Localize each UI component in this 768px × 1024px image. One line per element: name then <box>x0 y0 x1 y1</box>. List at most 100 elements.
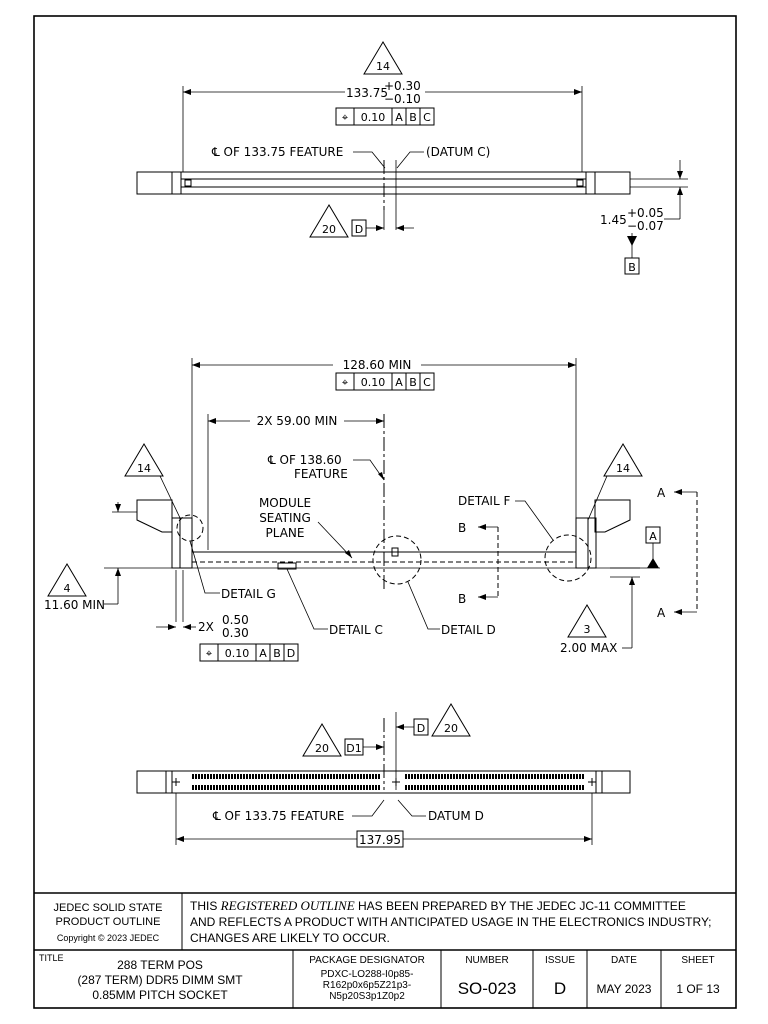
pkg-line3: N5p20S3p1Z0p2 <box>329 991 405 1002</box>
dim-1160: 11.60 MIN <box>44 598 105 612</box>
dim-overall: 137.95 <box>359 833 401 847</box>
section-a-bottom: A <box>657 606 666 620</box>
dim-length-minus: −0.10 <box>384 92 421 106</box>
dim-2x-upper: 0.50 <box>222 613 249 627</box>
module-label-3: PLANE <box>266 526 305 540</box>
front-view: 128.60 MIN ⌖ 0.10 A B C 2X 59.00 MIN ℄ O… <box>44 358 698 662</box>
cl-feature-label-bottom: ℄ OF 133.75 FEATURE <box>212 809 344 823</box>
dim-2x-lower: 0.30 <box>222 626 249 640</box>
dim-2x: 2X <box>198 620 214 634</box>
section-b-top: B <box>458 521 466 535</box>
socket-body-bottom <box>136 770 631 794</box>
datum-d-label: DATUM D <box>428 809 484 823</box>
notice-line1: THIS REGISTERED OUTLINE HAS BEEN PREPARE… <box>190 898 686 913</box>
datum-d-box-label: D <box>417 722 425 735</box>
bottom-view: 20 D1 D 20 ℄ OF 133.75 FEATUR <box>136 703 631 848</box>
issue-value: D <box>554 979 566 998</box>
note-14-label: 14 <box>376 60 390 73</box>
dim-half: 2X 59.00 MIN <box>257 414 338 428</box>
pkg-line1: PDXC-LO288-I0p85- <box>321 969 414 980</box>
notice-line2: AND REFLECTS A PRODUCT WITH ANTICIPATED … <box>190 915 712 929</box>
fcf-tolerance: 0.10 <box>361 111 386 124</box>
fcf-datum-1: A <box>395 376 403 389</box>
title-line1: 288 TERM POS <box>117 958 203 972</box>
fcf-symbol: ⌖ <box>342 376 348 389</box>
title-label: TITLE <box>39 953 64 963</box>
section-a-top: A <box>657 486 666 500</box>
detail-g-label: DETAIL G <box>221 587 276 601</box>
title-line2: (287 TERM) DDR5 DIMM SMT <box>77 973 243 987</box>
fcf-datum-2: B <box>273 647 281 660</box>
fcf-datum-1: A <box>395 111 403 124</box>
sheet-label: SHEET <box>681 955 714 966</box>
issue-label: ISSUE <box>545 955 575 966</box>
detail-f-circle <box>544 534 592 582</box>
datum-c-label: (DATUM C) <box>426 145 490 159</box>
fcf-datum-3: D <box>287 647 295 660</box>
pkg-label: PACKAGE DESIGNATOR <box>309 955 425 966</box>
datum-d-box-label: D <box>355 223 363 236</box>
fcf-symbol: ⌖ <box>342 111 348 124</box>
left-latch <box>136 499 173 533</box>
fcf-front-bottom: ⌖ 0.10 A B D <box>199 643 299 662</box>
number-value: SO-023 <box>458 979 517 998</box>
copyright: Copyright © 2023 JEDEC <box>57 933 160 943</box>
fcf-top: ⌖ 0.10 A B C <box>335 107 435 126</box>
note-20-left: 20 <box>315 742 329 755</box>
sheet-value: 1 OF 13 <box>676 982 720 996</box>
datum-c-leader <box>396 151 424 169</box>
right-latch <box>594 499 631 533</box>
note-14-left: 14 <box>137 462 151 475</box>
note-3: 3 <box>584 623 591 636</box>
fcf-datum-2: B <box>409 376 417 389</box>
dim-height-nominal: 1.45 <box>600 213 627 227</box>
title-block: JEDEC SOLID STATE PRODUCT OUTLINE Copyri… <box>34 892 736 1008</box>
detail-d-circle <box>372 535 422 585</box>
datum-b-box-label: B <box>628 261 636 274</box>
fcf-tolerance: 0.10 <box>361 376 386 389</box>
date-value: MAY 2023 <box>597 982 652 996</box>
detail-d-label: DETAIL D <box>441 623 496 637</box>
fcf-datum-2: B <box>409 111 417 124</box>
pkg-line2: R162p0x6p5Z21p3- <box>323 980 411 991</box>
number-label: NUMBER <box>465 955 508 966</box>
section-b-bottom: B <box>458 592 466 606</box>
note-14-triangle <box>363 41 403 75</box>
dim-200: 2.00 MAX <box>560 641 617 655</box>
top-view: 14 133.75 +0.30 −0.10 ⌖ 0.10 A B C ℄ OF … <box>136 41 688 275</box>
sheet-border <box>33 15 737 1009</box>
note-20-triangle <box>309 204 349 238</box>
cl-leader <box>353 151 386 169</box>
dim-height-minus: −0.07 <box>627 219 664 233</box>
detail-c-label: DETAIL C <box>329 623 383 637</box>
module-label-2: SEATING <box>259 511 311 525</box>
arrow-right <box>574 89 582 95</box>
fcf-symbol: ⌖ <box>206 647 212 660</box>
note-20-right: 20 <box>444 722 458 735</box>
fcf-datum-3: C <box>423 376 431 389</box>
date-label: DATE <box>611 955 637 966</box>
datum-b-box <box>624 257 640 275</box>
dim-min-length: 128.60 MIN <box>343 358 412 372</box>
detail-f-label: DETAIL F <box>458 494 510 508</box>
module-label-1: MODULE <box>259 496 311 510</box>
fcf-tolerance: 0.10 <box>225 647 250 660</box>
fcf-front-top: ⌖ 0.10 A B C <box>335 372 435 391</box>
dim-height-plus: +0.05 <box>627 206 664 220</box>
dim-length-nominal: 133.75 <box>346 86 388 100</box>
dim-length-plus: +0.30 <box>384 79 421 93</box>
title-line3: 0.85MM PITCH SOCKET <box>92 988 228 1002</box>
cl-138-line1: ℄ OF 138.60 <box>267 453 342 467</box>
cl-feature-label: ℄ OF 133.75 FEATURE <box>211 145 343 159</box>
datum-d1-box-label: D1 <box>346 742 361 755</box>
fcf-datum-3: C <box>423 111 431 124</box>
note-4: 4 <box>64 582 71 595</box>
note-14-right: 14 <box>616 462 630 475</box>
datum-d-box <box>413 718 429 736</box>
arrow-left <box>183 89 191 95</box>
note-20-label: 20 <box>322 223 336 236</box>
datum-a-box-label: A <box>649 530 657 543</box>
cl-138-line2: FEATURE <box>294 467 348 481</box>
notice-line3: CHANGES ARE LIKELY TO OCCUR. <box>190 931 390 945</box>
